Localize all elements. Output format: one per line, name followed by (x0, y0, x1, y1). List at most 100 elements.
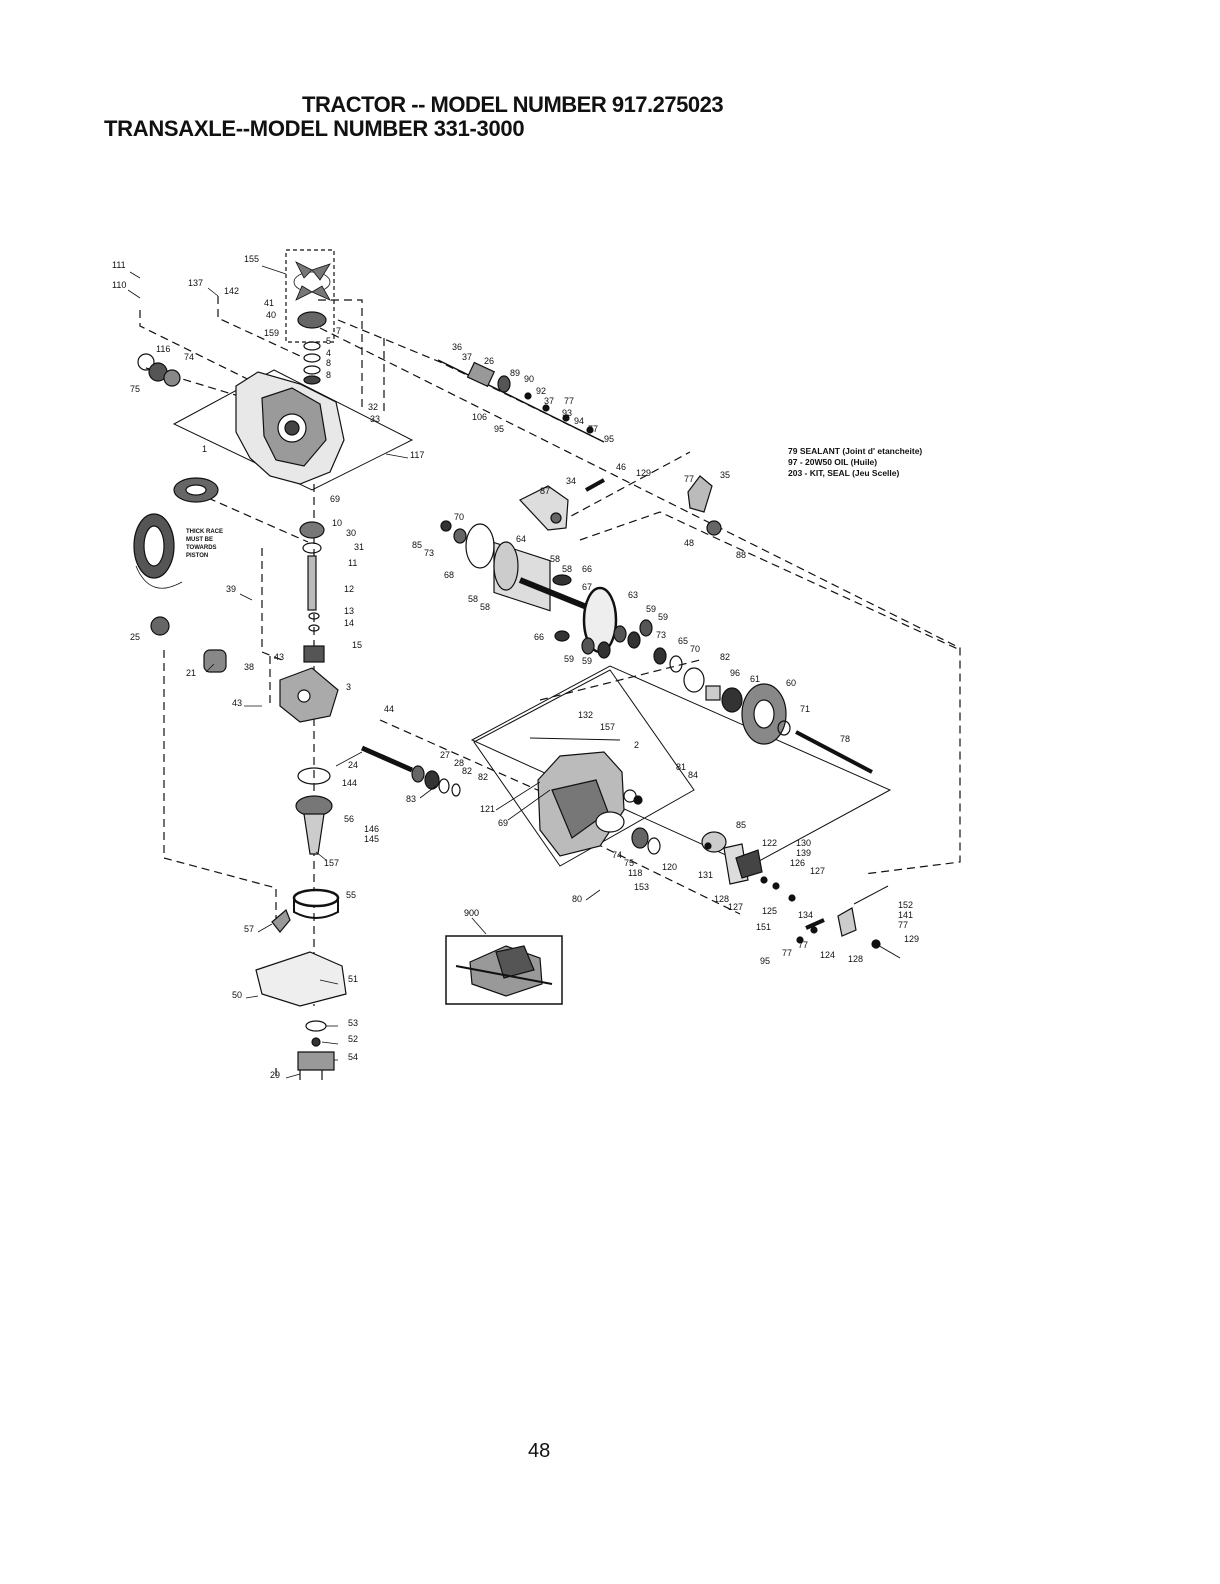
part-callout: 110 (112, 280, 126, 290)
part-callout: 93 (562, 408, 572, 418)
page-title: TRACTOR -- MODEL NUMBER 917.275023 (302, 92, 724, 117)
part-callout: 59 (658, 612, 668, 622)
thick-race-note: THICK RACE MUST BE TOWARDS PISTON (186, 529, 223, 559)
part-callout: 132 (578, 710, 593, 720)
legend-item-sealant: 79 SEALANT (Joint d' etancheite) (788, 446, 923, 456)
part-callout: 151 (756, 922, 771, 932)
part-callout: 80 (572, 894, 582, 904)
part-callout: 61 (750, 674, 760, 684)
part-callout: 65 (678, 636, 688, 646)
part-callout: 130 (796, 838, 811, 848)
part-callout: 70 (454, 512, 464, 522)
part-callout: 74 (612, 850, 622, 860)
part-callout: 4 (326, 348, 331, 358)
part-callout: 52 (348, 1034, 358, 1044)
part-callout: 75 (624, 858, 634, 868)
part-callout: 55 (346, 890, 356, 900)
part-callout: 25 (130, 632, 140, 642)
part-callout: 59 (564, 654, 574, 664)
part-callout: 21 (186, 668, 196, 678)
part-callout: 11 (348, 558, 357, 568)
part-callout: 127 (810, 866, 825, 876)
part-callout: 10 (332, 518, 342, 528)
part-callout: 118 (628, 868, 642, 878)
part-callout: 139 (796, 848, 811, 858)
part-callout: 8 (326, 370, 331, 380)
part-callout: 95 (760, 956, 770, 966)
part-callout: 66 (534, 632, 544, 642)
part-callout: 74 (184, 352, 194, 362)
part-callout: 82 (478, 772, 488, 782)
part-callout: 124 (820, 950, 835, 960)
part-callout: 69 (498, 818, 508, 828)
part-callout: 58 (550, 554, 560, 564)
part-callout: 60 (786, 678, 796, 688)
part-callout: 155 (244, 254, 259, 264)
part-callout: 33 (370, 414, 380, 424)
part-callout: 127 (728, 902, 743, 912)
part-callout: 92 (536, 386, 546, 396)
part-callout: 70 (690, 644, 700, 654)
part-callout: 56 (344, 814, 354, 824)
inset-callout-900: 900 (464, 908, 479, 918)
page-subtitle: TRANSAXLE--MODEL NUMBER 331-3000 (104, 116, 525, 141)
part-callout: 71 (800, 704, 810, 714)
part-callout: 77 (782, 948, 792, 958)
part-callout: 59 (646, 604, 656, 614)
part-callout: 64 (516, 534, 526, 544)
part-callout: 67 (582, 582, 592, 592)
part-callout: 68 (444, 570, 454, 580)
part-callout: 94 (574, 416, 584, 426)
part-callout: 89 (510, 368, 520, 378)
part-callout: 57 (244, 924, 254, 934)
part-callout: 35 (720, 470, 730, 480)
part-callout: 48 (684, 538, 694, 548)
part-callout: 24 (348, 760, 358, 770)
part-callout: 137 (188, 278, 203, 288)
part-callout: 153 (634, 882, 649, 892)
part-callout: 1 (202, 444, 207, 454)
part-callout: 85 (412, 540, 422, 550)
part-callout: 32 (368, 402, 378, 412)
part-callout: 122 (762, 838, 777, 848)
part-callout: 26 (484, 356, 494, 366)
part-callout: 8 (326, 358, 331, 368)
part-callout: 128 (714, 894, 729, 904)
part-callout: 73 (656, 630, 666, 640)
part-callout: 41 (264, 298, 274, 308)
part-callout: 141 (898, 910, 913, 920)
part-callout: 131 (698, 870, 713, 880)
part-callout: 37 (544, 396, 554, 406)
part-callout: 77 (898, 920, 908, 930)
part-callout: 38 (244, 662, 254, 672)
part-callout: 121 (480, 804, 495, 814)
part-callout: 83 (406, 794, 416, 804)
part-callout: 50 (232, 990, 242, 1000)
part-callout: 30 (346, 528, 356, 538)
part-callout: 58 (468, 594, 478, 604)
legend-item-oil: 97 - 20W50 OIL (Huile) (788, 457, 878, 467)
part-callout: 134 (798, 910, 813, 920)
part-callout: 73 (424, 548, 434, 558)
part-callout: 120 (662, 862, 677, 872)
legend: 79 SEALANT (Joint d' etancheite) 97 - 20… (788, 446, 922, 479)
part-callout: 53 (348, 1018, 358, 1028)
part-callout: 157 (600, 722, 615, 732)
part-callout: 87 (540, 486, 550, 496)
part-callout: 129 (636, 468, 651, 478)
part-callout: 27 (440, 750, 450, 760)
part-callout: 14 (344, 618, 354, 628)
part-callout: 46 (616, 462, 626, 472)
part-callout: 126 (790, 858, 805, 868)
part-callout: 28 (454, 758, 464, 768)
part-callout: 34 (566, 476, 576, 486)
part-callout: 157 (324, 858, 339, 868)
part-callout: 69 (330, 494, 340, 504)
part-callout: 43 (274, 652, 284, 662)
part-callout: 77 (564, 396, 574, 406)
part-callout: 13 (344, 606, 354, 616)
part-callout: 66 (582, 564, 592, 574)
part-callout: 5 (326, 336, 331, 346)
